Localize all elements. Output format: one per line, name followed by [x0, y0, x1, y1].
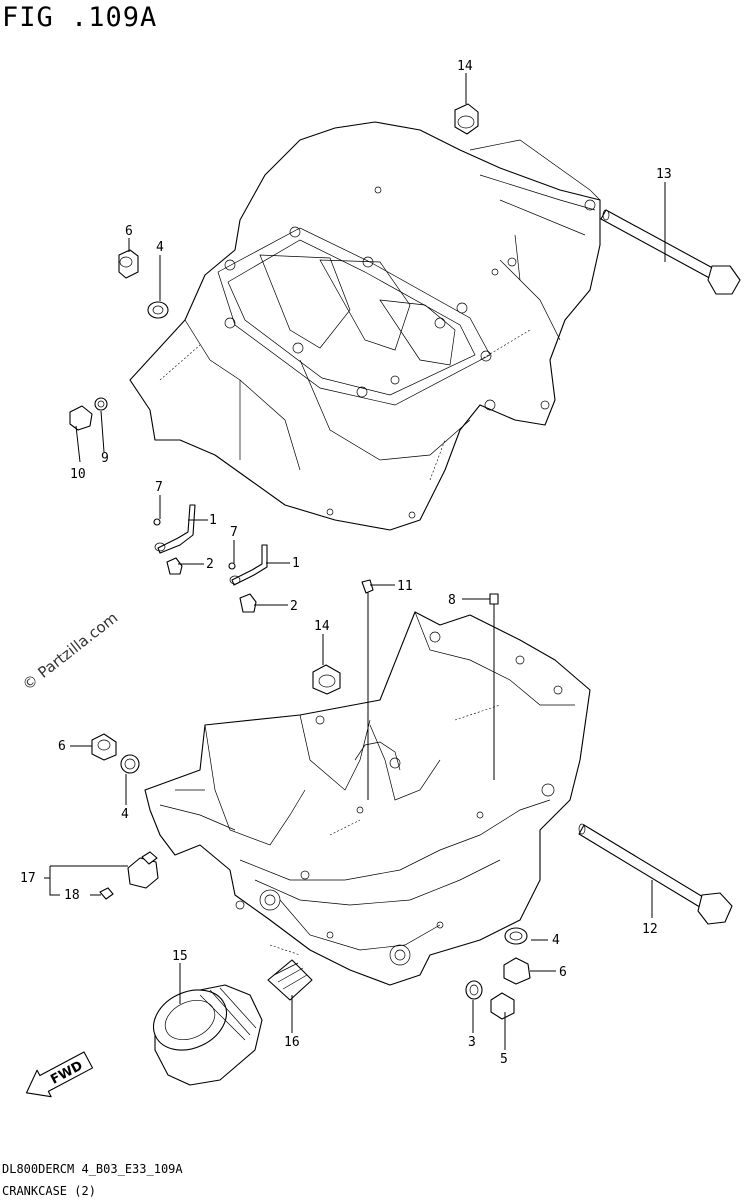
fwd-arrow: FWD — [25, 1051, 94, 1098]
callout: 18 — [64, 888, 80, 903]
washer-3 — [465, 980, 483, 1000]
callout: 2 — [290, 599, 298, 614]
bolt-2-a — [166, 557, 183, 575]
callout: 8 — [448, 593, 456, 608]
callout: 1 — [292, 556, 300, 571]
screw-18 — [99, 887, 114, 900]
washer-4-left — [120, 754, 140, 774]
callout: 5 — [500, 1052, 508, 1067]
callout: 3 — [468, 1035, 476, 1050]
callout: 4 — [552, 933, 560, 948]
callout: 14 — [457, 59, 473, 74]
callout: 1 — [209, 513, 217, 528]
callout: 7 — [230, 525, 238, 540]
callout: 17 — [20, 871, 36, 886]
plug-6-right — [503, 957, 531, 985]
oil-pipe-1-a — [154, 504, 196, 554]
plug-6-left — [91, 733, 117, 761]
callout-labels: 14 13 6 4 10 9 7 1 2 7 1 2 11 8 14 6 4 1… — [20, 59, 672, 1067]
callout: 14 — [314, 619, 330, 634]
oil-filter-15 — [153, 984, 263, 1086]
callout: 2 — [206, 557, 214, 572]
callout: 15 — [172, 949, 188, 964]
callout: 4 — [156, 240, 164, 255]
nut-14-upper — [454, 103, 479, 135]
callout: 12 — [642, 922, 658, 937]
oil-pressure-switch-17 — [127, 851, 159, 889]
drain-bolt-5 — [490, 992, 515, 1020]
callout: 11 — [397, 579, 413, 594]
washer-4-upper — [147, 301, 169, 319]
o-ring-7-a — [153, 518, 161, 526]
jet-8 — [489, 593, 499, 605]
callout: 13 — [656, 167, 672, 182]
callout: 4 — [121, 807, 129, 822]
o-ring-7-b — [228, 562, 236, 570]
callout: 7 — [155, 480, 163, 495]
bolt-10 — [69, 405, 93, 431]
figure-code: DL800DERCM 4_B03_E33_109A — [2, 1162, 183, 1176]
washer-9 — [94, 397, 108, 411]
callout: 16 — [284, 1035, 300, 1050]
figure-title: FIG .109A — [2, 2, 158, 33]
upper-crankcase — [129, 121, 601, 531]
union-bolt-16 — [267, 959, 313, 1001]
nut-14-lower — [312, 664, 341, 695]
leader-lines — [44, 73, 666, 1050]
oil-pipe-1-b — [229, 544, 268, 586]
callout: 6 — [58, 739, 66, 754]
callout: 6 — [559, 965, 567, 980]
washer-4-right — [504, 927, 528, 945]
figure-caption: CRANKCASE (2) — [2, 1184, 96, 1198]
bolt-2-b — [239, 593, 257, 613]
bolt-13 — [600, 209, 741, 295]
callout: 6 — [125, 224, 133, 239]
callout: 9 — [101, 451, 109, 466]
callout: 10 — [70, 467, 86, 482]
bolt-12 — [578, 823, 733, 925]
plug-11 — [361, 579, 374, 594]
plug-6-upper — [118, 249, 139, 279]
